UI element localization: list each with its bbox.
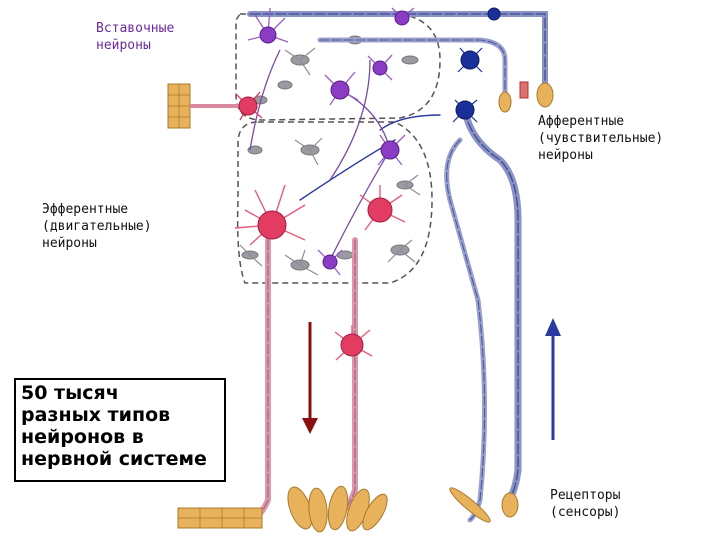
interneuron-cells — [247, 7, 415, 276]
neuron-count-info-box: 50 тысяч разных типов нейронов в нервной… — [14, 378, 226, 482]
muscle-block-left — [167, 83, 191, 129]
motor-neuron-cells — [234, 184, 406, 361]
interneuron-region-outline — [235, 13, 441, 121]
efferent-neurons-label: Эфферентные (двигательные) нейроны — [42, 202, 152, 251]
sensory-neuron-cells — [452, 7, 501, 123]
top-receptors — [498, 81, 554, 113]
bottom-receptors — [449, 487, 519, 523]
muscle-fibers-bottom — [177, 485, 388, 533]
glia-processes — [239, 47, 421, 276]
efferent-direction-arrow — [302, 322, 318, 434]
afferent-direction-arrow — [545, 318, 561, 440]
afferent-neurons-label: Афферентные (чувствительные) нейроны — [538, 114, 664, 163]
interneurons-label: Вставочные нейроны — [96, 21, 175, 53]
receptors-label: Рецепторы (сенсоры) — [550, 488, 621, 520]
small-motor-neuron — [190, 91, 263, 121]
